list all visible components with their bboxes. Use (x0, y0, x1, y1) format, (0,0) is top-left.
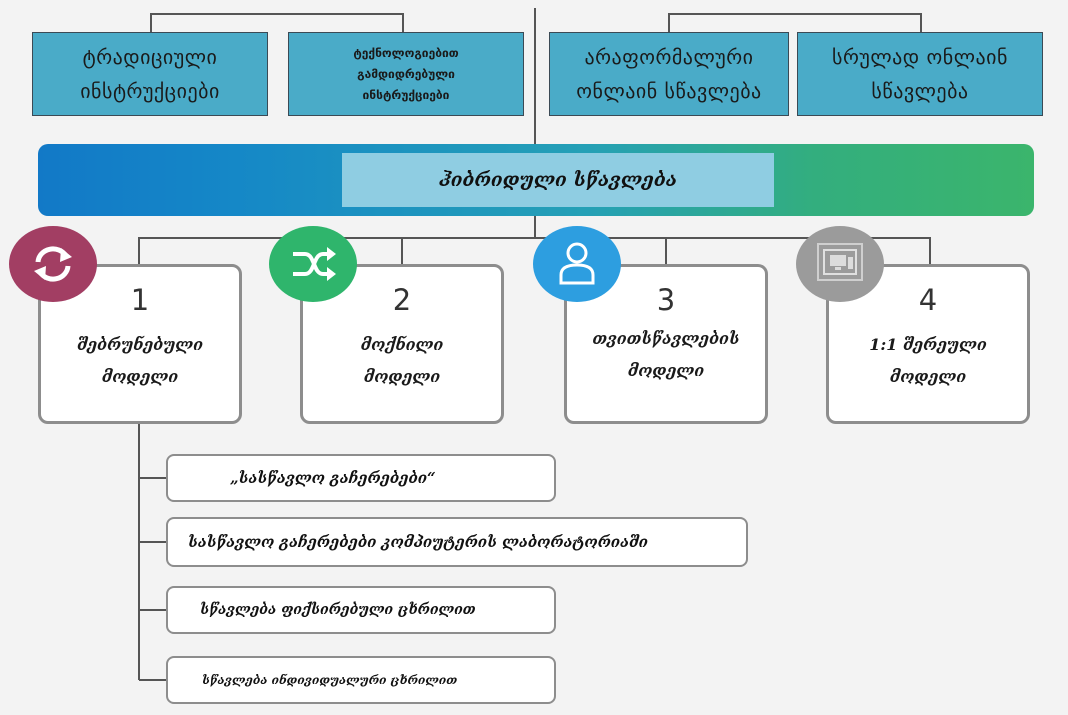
sub-item-computer-lab: სასწავლო გაჩერებები კომპიუტერის ლაბორატო… (166, 517, 748, 567)
computer-lab-icon (796, 226, 884, 302)
model-number: 3 (656, 283, 676, 317)
top-box-tech-enriched: ტექნოლოგიებით გამდიდრებული ინსტრუქციები (288, 32, 524, 116)
top-box-fully-online: სრულად ონლაინ სწავლება (797, 32, 1043, 116)
banner-label: ჰიბრიდული სწავლება (342, 153, 774, 207)
model-label-line: მოქნილი (360, 335, 444, 354)
top-box-line: გამდიდრებული (357, 66, 455, 81)
model-label-line: მოდელი (363, 367, 441, 386)
shuffle-icon (269, 226, 357, 302)
sub-item-individual-schedule: სწავლება ინდივიდუალური ცხრილით (166, 656, 556, 704)
connector-models (138, 237, 931, 264)
sub-item-fixed-schedule: სწავლება ფიქსირებული ცხრილით (166, 586, 556, 634)
model-label: მოქნილი მოდელი (309, 329, 495, 393)
top-box-line: ტექნოლოგიებით (353, 45, 459, 60)
top-box-line: სრულად ონლაინ (832, 45, 1008, 69)
model-number: 1 (130, 283, 150, 317)
model-number: 2 (392, 283, 412, 317)
top-box-line: ინსტრუქციები (80, 79, 220, 103)
connector-top-left (150, 13, 404, 32)
model-number: 4 (918, 283, 938, 317)
model-label: თვითსწავლების მოდელი (573, 323, 759, 387)
model-label-line: მოდელი (101, 367, 179, 386)
model-label: შებრუნებული მოდელი (47, 329, 233, 393)
top-box-line: ტრადიციული (82, 45, 218, 69)
model-label-line: შებრუნებული (76, 335, 204, 354)
model-card-1: 1 შებრუნებული მოდელი (38, 264, 242, 424)
model-label-line: მოდელი (889, 367, 967, 386)
model-label-line: მოდელი (627, 361, 705, 380)
top-box-informal-online: არაფორმალური ონლაინ სწავლება (549, 32, 789, 116)
sub-item-learning-stops: „სასწავლო გაჩერებები“ (166, 454, 556, 502)
top-box-line: ინსტრუქციები (362, 87, 450, 102)
top-box-line: სწავლება (871, 79, 969, 103)
refresh-icon (9, 226, 97, 302)
connector-top-right (668, 13, 922, 32)
top-box-line: ონლაინ სწავლება (576, 79, 762, 103)
model-label: 1:1 შერეული მოდელი (835, 329, 1021, 393)
top-box-line: არაფორმალური (584, 45, 754, 69)
user-icon (533, 226, 621, 302)
model-label-line: თვითსწავლების (592, 329, 740, 348)
model-label-line: 1:1 შერეული (869, 335, 987, 354)
top-box-traditional: ტრადიციული ინსტრუქციები (32, 32, 268, 116)
